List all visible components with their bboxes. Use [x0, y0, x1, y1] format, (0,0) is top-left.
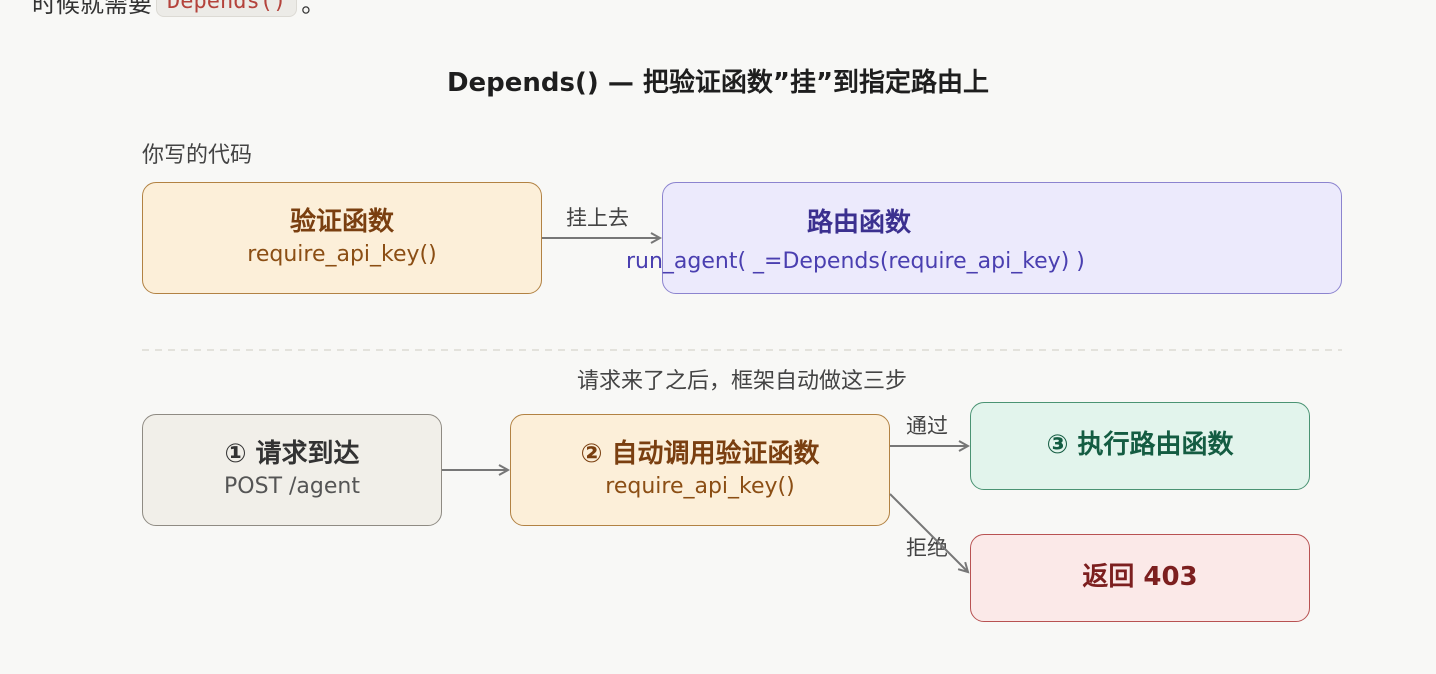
- step3-title: ③ 执行路由函数: [1046, 430, 1234, 461]
- step-auto-validate-box: ② 自动调用验证函数 require_api_key(): [510, 414, 890, 526]
- intro-text-suffix: 。: [301, 0, 326, 18]
- route-function-box: 路由函数: [662, 182, 1342, 294]
- intro-text-line: 时候就需要 Depends() 。: [32, 0, 325, 19]
- route-box-title: 路由函数: [807, 208, 912, 238]
- step-execute-route-box: ③ 执行路由函数: [970, 402, 1310, 490]
- arrow-step2-to-reject: [889, 493, 968, 572]
- edge-label-attach: 挂上去: [566, 206, 629, 230]
- route-box-code: run_agent( _=Depends(require_api_key) ): [626, 249, 1085, 274]
- step1-title: ① 请求到达: [224, 438, 360, 469]
- section-label-auto-steps: 请求来了之后，框架自动做这三步: [576, 369, 907, 394]
- validator-box-title: 验证函数: [289, 206, 394, 237]
- intro-text-prefix: 时候就需要: [32, 0, 152, 18]
- inline-code-depends: Depends(): [156, 0, 298, 17]
- validator-box-subtitle: require_api_key(): [247, 241, 437, 267]
- edge-label-pass: 通过: [906, 414, 948, 438]
- section-label-your-code: 你写的代码: [142, 143, 253, 168]
- edge-label-reject: 拒绝: [906, 536, 948, 560]
- step-request-arrives-box: ① 请求到达 POST /agent: [142, 414, 442, 526]
- reject-box-title: 返回 403: [1082, 562, 1198, 593]
- step2-subtitle: require_api_key(): [605, 473, 795, 499]
- step1-subtitle: POST /agent: [224, 473, 360, 499]
- step2-title: ② 自动调用验证函数: [580, 438, 820, 469]
- diagram-title: Depends() — 把验证函数”挂”到指定路由上: [446, 68, 990, 98]
- validator-function-box: 验证函数 require_api_key(): [142, 182, 542, 294]
- return-403-box: 返回 403: [970, 534, 1310, 622]
